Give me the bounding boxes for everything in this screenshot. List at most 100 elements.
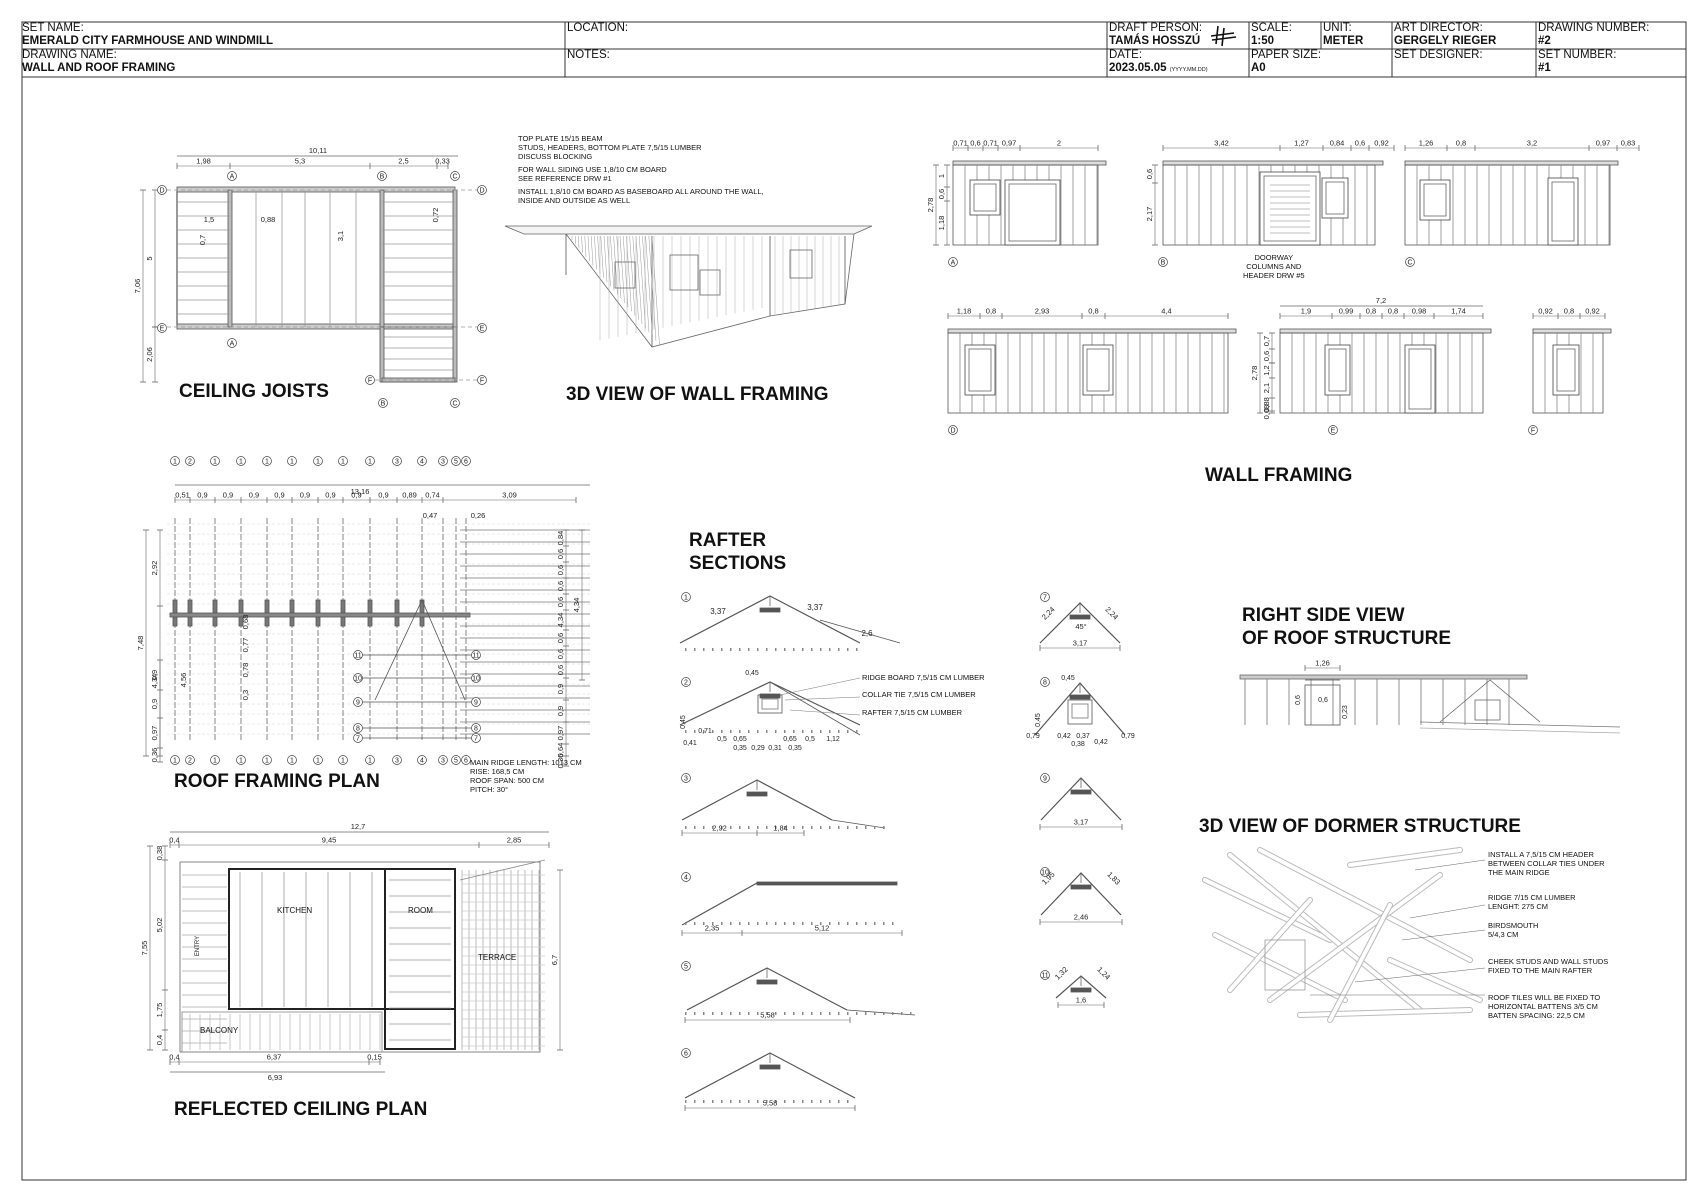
section-num-8: 8	[1043, 680, 1047, 687]
room-terrace: TERRACE	[478, 953, 517, 962]
scale-label: SCALE:	[1251, 22, 1292, 34]
grid-e-right: E	[480, 326, 485, 333]
rc-bottom-total: 6,93	[268, 1073, 283, 1082]
rp-marker-bottom-7: 1	[341, 758, 345, 765]
rp-right-9: 0,9	[556, 684, 565, 694]
rs1-2: 2,6	[861, 629, 873, 638]
rs7-1: 2,24	[1103, 605, 1120, 622]
rp-marker-top-9: 3	[395, 459, 399, 466]
wall-f-1: 0,8	[1564, 307, 1574, 316]
grid-b-bottom: B	[381, 401, 386, 408]
rp-top-4: 0,9	[274, 491, 284, 500]
section-num-11: 11	[1041, 973, 1048, 980]
section-num-7: 7	[1043, 595, 1047, 602]
rs3-1: 1,84	[773, 824, 788, 833]
wall-e-v-bottom-2: 0,88	[1262, 397, 1271, 412]
grid-f: F	[368, 378, 372, 385]
rp-top-9: 0,89	[402, 491, 417, 500]
rp-left-b-3: 0,36	[150, 748, 159, 763]
grid-a-bottom: A	[230, 341, 235, 348]
rc-top-1: 9,45	[322, 836, 337, 845]
rp-inner-1: 0,77	[241, 638, 250, 653]
rs8-1: 0,45	[1035, 713, 1042, 727]
rp-left-b-1: 0,9	[150, 699, 159, 709]
section-num-4: 4	[684, 875, 688, 882]
rp-marker-bottom-12: 5	[454, 758, 458, 765]
side-2: 0,6	[1318, 697, 1328, 704]
room-balcony: BALCONY	[200, 1026, 239, 1035]
grid-a: A	[230, 174, 235, 181]
wall-b-3: 0,6	[1355, 139, 1365, 148]
wall-a-v-total-0: 2,78	[926, 198, 935, 213]
rp-right-1: 0,6	[556, 549, 565, 559]
rs2-0: 0,45	[745, 670, 759, 677]
wall-a-2: 0,71	[983, 139, 998, 148]
rc-right-0: 6,7	[550, 955, 559, 965]
title-3d-wall-framing: 3D VIEW OF WALL FRAMING	[566, 384, 829, 405]
cj-inner-3: 3,1	[336, 231, 345, 241]
paper-size-label: PAPER SIZE:	[1251, 49, 1322, 61]
grid-b: B	[380, 174, 385, 181]
location-label: LOCATION:	[567, 22, 629, 34]
rp-top-0: 0,51	[175, 491, 190, 500]
wall-d-1: 0,8	[986, 307, 996, 316]
wall-e-v-top-0: 0,7	[1262, 336, 1271, 346]
rp-side-right-0: 11	[472, 653, 479, 660]
rs8-3: 0,42	[1057, 733, 1071, 740]
rp-side-right-2: 9	[474, 700, 478, 707]
rc-left-total-0: 7,55	[140, 941, 149, 956]
wall-e-v-top-1: 0,6	[1262, 351, 1271, 361]
rs8-2: 0,79	[1026, 733, 1040, 740]
grid-d: D	[159, 188, 164, 195]
rp-marker-bottom-0: 1	[173, 758, 177, 765]
rp-right-5: 4,34	[556, 613, 565, 628]
rp-inner-2: 0,78	[241, 663, 250, 678]
grid-d-right: D	[479, 188, 484, 195]
rp-inner-0: 0,68	[241, 615, 250, 630]
rp-side-left-4: 7	[356, 736, 360, 743]
wall-e-v-total-0: 2,78	[1250, 366, 1259, 381]
rp-small-1: 0,26	[471, 511, 486, 520]
title-rafter-sections-2: SECTIONS	[689, 553, 787, 574]
wall-grid-f: F	[1531, 428, 1535, 435]
title-right-side-2: OF ROOF STRUCTURE	[1242, 628, 1451, 649]
rp-marker-top-5: 1	[290, 459, 294, 466]
rp-total: 13,16	[351, 487, 370, 496]
wall-e-1: 0,99	[1339, 307, 1354, 316]
rp-inner-3: 0,3	[241, 690, 250, 700]
cj-left-b-0: 2,06	[145, 347, 154, 362]
wall-grid-d: D	[950, 428, 955, 435]
rs3-0: 2,92	[712, 824, 727, 833]
rs7-0: 2,24	[1040, 605, 1057, 622]
rp-marker-top-10: 4	[420, 459, 424, 466]
wall-b-1: 1,27	[1294, 139, 1309, 148]
set-number-label: SET NUMBER:	[1538, 49, 1617, 61]
wall-c-1: 0,8	[1456, 139, 1466, 148]
wall-c-3: 0,97	[1596, 139, 1611, 148]
rs9-0: 3,17	[1074, 818, 1089, 827]
wall-a-0: 0,71	[953, 139, 968, 148]
drawing-number-label: DRAWING NUMBER:	[1538, 22, 1650, 34]
cj-inner-4: 0,72	[431, 208, 440, 223]
cj-left-a-0: 5	[145, 256, 154, 260]
rs8-0: 0,45	[1061, 675, 1075, 682]
title-roof-framing-plan: ROOF FRAMING PLAN	[174, 771, 380, 792]
rp-left-b-0: 0,9	[150, 670, 159, 680]
cj-total: 10,11	[309, 146, 327, 155]
rs8-5: 0,42	[1094, 739, 1108, 746]
rp-top-2: 0,9	[223, 491, 233, 500]
rp-right-12: 0,64	[556, 743, 565, 758]
draft-person-label: DRAFT PERSON:	[1109, 22, 1203, 34]
section-num-10: 10	[1041, 870, 1049, 877]
rp-side-right-1: 10	[472, 676, 480, 683]
cj-inner-0: 1,5	[204, 215, 214, 224]
rp-side-left-0: 11	[354, 653, 361, 660]
rp-side-right-4: 7	[474, 736, 478, 743]
wall-c-4: 0,83	[1621, 139, 1636, 148]
rp-marker-bottom-13: 6	[464, 758, 468, 765]
unit-label: UNIT:	[1323, 22, 1352, 34]
rs2-3: 0,41	[683, 740, 697, 747]
rs2-10: 0,65	[783, 736, 797, 743]
